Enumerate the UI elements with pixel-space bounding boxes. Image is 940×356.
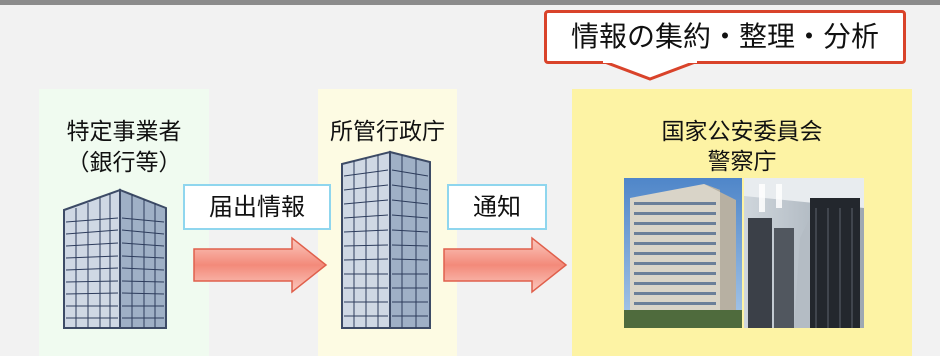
analysis-callout: 情報の集約・整理・分析 bbox=[544, 10, 906, 64]
npa-photo bbox=[624, 178, 864, 328]
notify-text: 通知 bbox=[473, 193, 521, 221]
npsc-label: 国家公安委員会 bbox=[661, 119, 823, 145]
office-building-icon bbox=[63, 188, 167, 329]
building-and-server-room-photo bbox=[624, 178, 864, 328]
callout-pointer bbox=[601, 61, 699, 81]
business-operator-sublabel: （銀行等） bbox=[66, 150, 182, 176]
npa-label: 警察庁 bbox=[707, 149, 777, 175]
notify-flow-arrow bbox=[443, 236, 568, 294]
notify-label: 通知 bbox=[447, 184, 547, 230]
report-flow-arrow bbox=[193, 236, 328, 294]
top-divider bbox=[0, 0, 940, 5]
report-info-label: 届出情報 bbox=[183, 184, 331, 230]
analysis-callout-text: 情報の集約・整理・分析 bbox=[570, 20, 879, 53]
agency-label: 所管行政庁 bbox=[330, 119, 445, 145]
government-building-icon bbox=[341, 150, 431, 329]
business-operator-label: 特定事業者 bbox=[66, 119, 182, 145]
report-info-text: 届出情報 bbox=[209, 193, 305, 221]
